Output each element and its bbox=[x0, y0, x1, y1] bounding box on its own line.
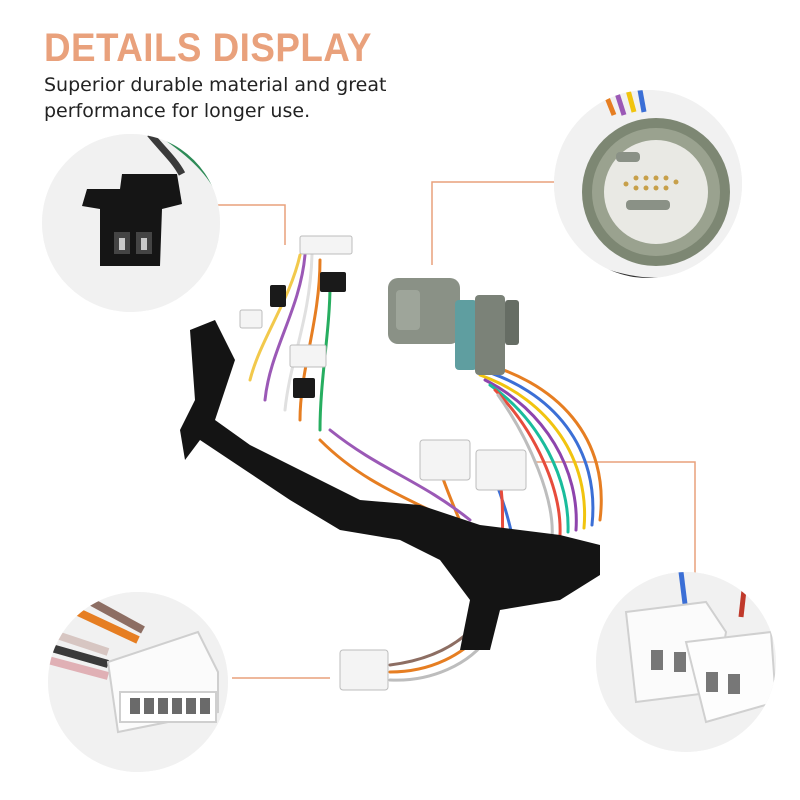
page-title: DETAILS DISPLAY bbox=[44, 26, 372, 70]
white-two-pin-connectors-icon bbox=[596, 572, 776, 752]
main-round-connector bbox=[388, 278, 519, 375]
callout-line-two-pin-connectors bbox=[535, 461, 696, 575]
detail-view-six-pin-connector bbox=[48, 592, 228, 772]
detail-view-round-connector bbox=[554, 90, 742, 278]
detail-view-two-pin-connectors bbox=[596, 572, 776, 752]
detail-view-black-connector bbox=[42, 134, 220, 312]
callout-line-black-connector bbox=[218, 204, 286, 245]
page-subtitle: Superior durable material and great perf… bbox=[44, 74, 387, 122]
white-six-pin-connector-icon bbox=[48, 592, 228, 772]
round-gray-main-connector-icon bbox=[554, 90, 742, 278]
harness-bracket bbox=[180, 320, 600, 650]
callout-line-round-connector bbox=[431, 181, 555, 265]
black-two-pin-connector-icon bbox=[42, 134, 220, 312]
